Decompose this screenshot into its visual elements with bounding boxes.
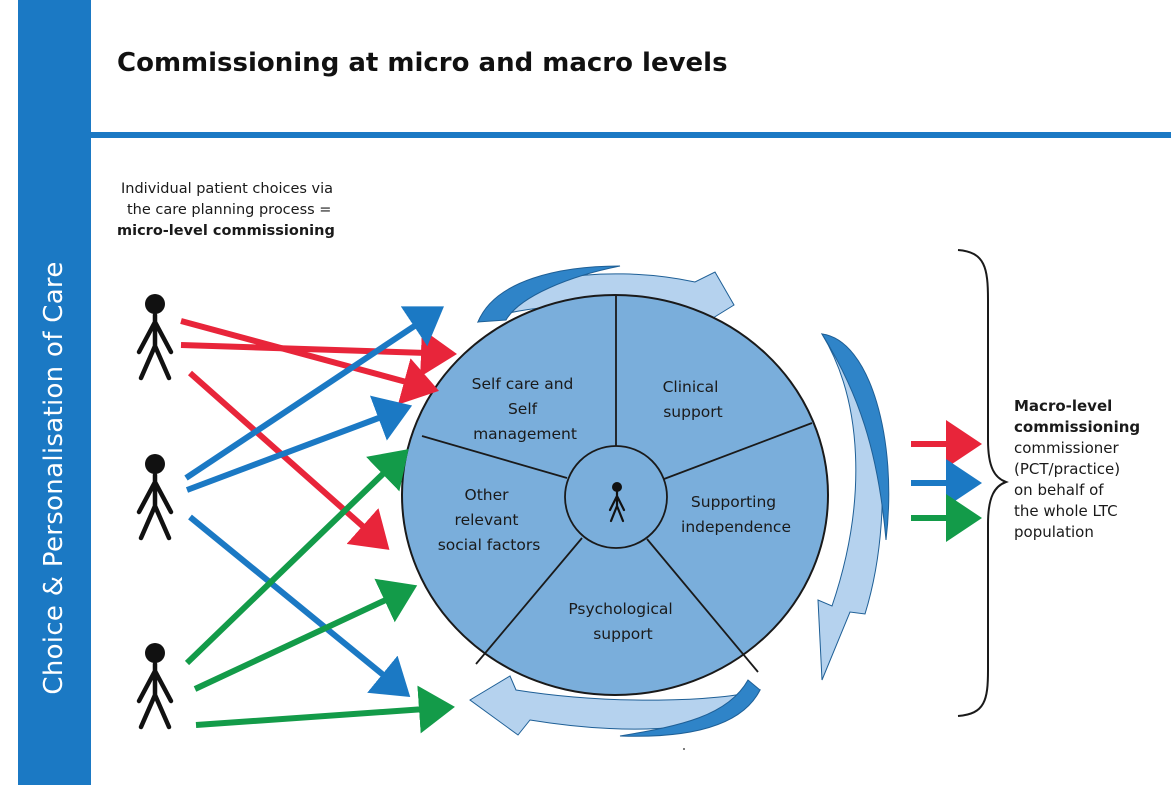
micro-caption-line-3: micro-level commissioning [117,223,335,239]
person-icon [136,294,174,381]
title-divider [91,132,1171,138]
macro-caption-line-7: population [1014,523,1094,541]
macro-caption: Macro-level commissioning commissioner (… [1014,396,1171,543]
cycle-arrow-top-dark [477,265,621,323]
segment-self-care: Self care and Self management [472,375,579,443]
segment-psychological-line-2: support [593,625,653,643]
macro-caption-line-1: Macro-level [1014,397,1113,415]
blue-arrow [188,514,411,697]
segment-clinical-line-1: Clinical [663,378,719,396]
macro-caption-line-2: commissioning [1014,418,1141,436]
macro-caption-line-4: (PCT/practice) [1014,460,1121,478]
green-arrow [195,685,455,734]
wheel-divider-2 [663,422,813,480]
segment-self-care-line-3: management [473,425,577,443]
segment-self-care-line-2: Self [508,400,538,418]
red-arrow [180,318,439,405]
hub-person-icon [608,482,626,523]
macro-caption-line-6: the whole LTC [1014,502,1118,520]
segment-supporting-line-1: Supporting [691,493,776,511]
person-icon [136,454,174,541]
person-icon [136,643,174,730]
blue-arrow [185,395,413,493]
segment-supporting-line-2: independence [681,518,791,536]
macro-arrows [911,420,982,542]
wheel-divider-5 [421,435,568,479]
wheel-divider-3 [646,538,759,673]
macro-caption-line-5: on behalf of [1014,481,1104,499]
side-band [18,0,91,785]
blue-arrow [184,306,444,481]
micro-caption: Individual patient choices via the care … [117,179,417,242]
red-arrow [188,370,390,550]
red-arrow [180,328,457,377]
segment-clinical-line-2: support [663,403,723,421]
wheel-divider-4 [475,537,583,665]
green-arrow [193,578,418,692]
micro-caption-line-2: the care planning process = [127,202,332,218]
page-title: Commissioning at micro and macro levels [117,48,728,78]
segment-psychological-line-1: Psychological [568,600,672,618]
green-arrow [184,449,409,666]
segment-clinical: Clinical support [663,378,724,421]
segment-social-line-3: social factors [438,536,541,554]
macro-caption-line-3: commissioner [1014,439,1119,457]
cycle-arrow-bottom-dark [619,679,761,737]
choice-arrows [180,306,457,734]
segment-self-care-line-1: Self care and [472,375,574,393]
segment-social: Other relevant social factors [438,486,541,554]
patient-figures [136,294,174,730]
segment-social-line-2: relevant [455,511,519,529]
segment-psychological: Psychological support [568,600,677,643]
segment-supporting: Supporting independence [681,493,791,536]
care-wheel: Self care and Self management Clinical s… [401,294,829,696]
cycle-arrow-right-dark [821,333,890,541]
stray-dot [683,748,685,750]
segment-social-line-1: Other [465,486,510,504]
micro-caption-line-1: Individual patient choices via [121,181,334,197]
curly-brace [957,249,1009,717]
